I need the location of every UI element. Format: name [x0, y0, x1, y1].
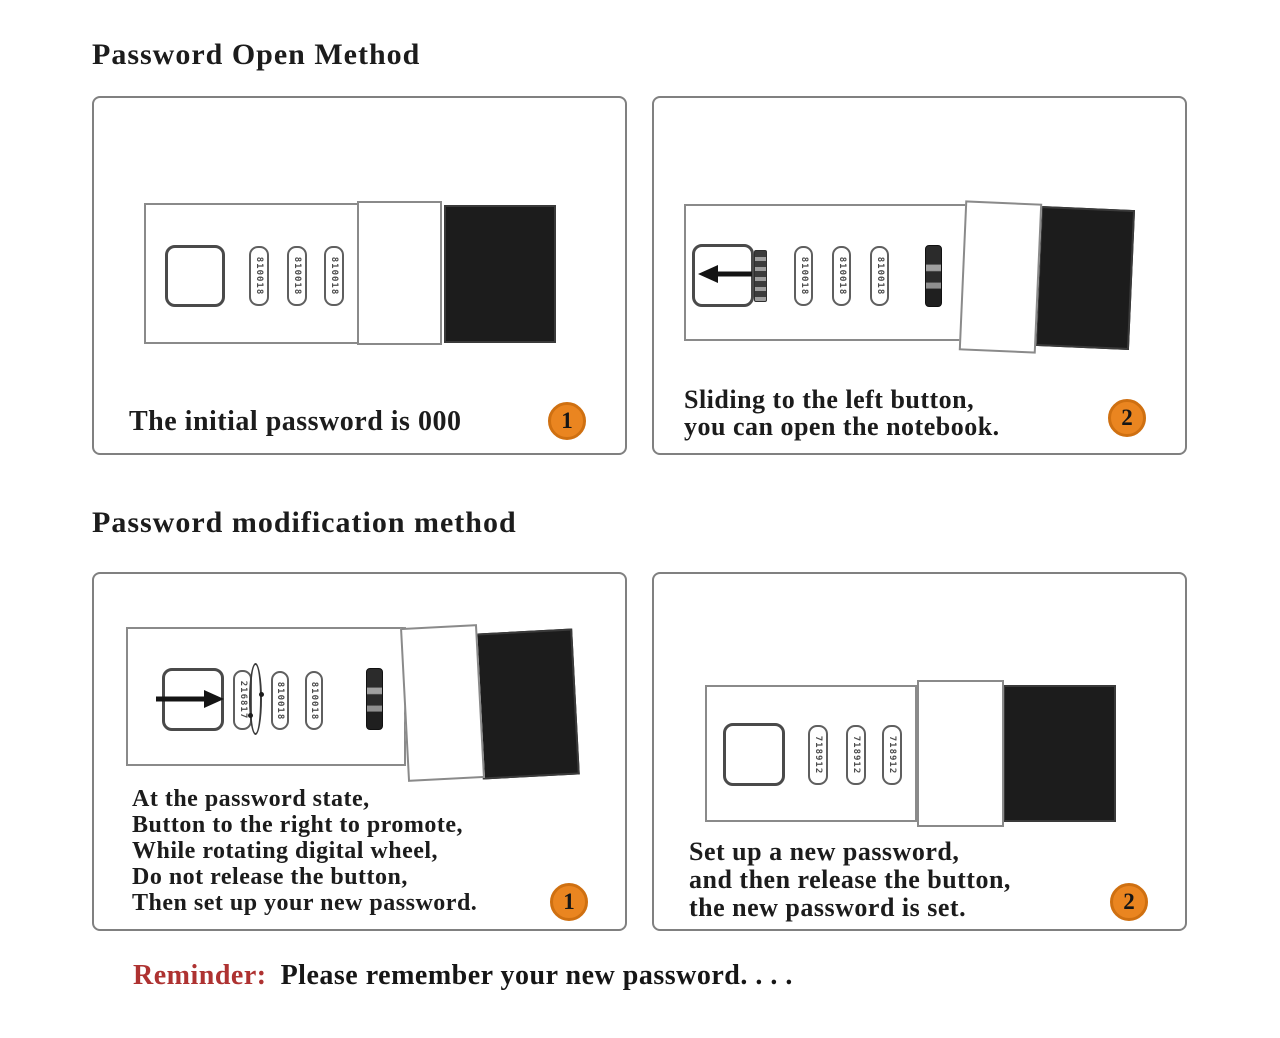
caption-line: At the password state,	[132, 786, 370, 812]
caption-line: and then release the button,	[689, 865, 1011, 894]
button-ridge	[754, 250, 767, 302]
latch-bar	[925, 245, 942, 307]
dial-wheel: 718912	[846, 725, 866, 785]
notebook-cover	[1003, 685, 1116, 822]
slider-plate	[357, 201, 442, 345]
dial-wheel: 810018	[271, 671, 289, 730]
lock-button	[165, 245, 225, 307]
caption: Set up a new password, and then release …	[689, 838, 1011, 922]
step-number: 1	[561, 408, 573, 433]
reminder-note: Reminder: Please remember your new passwo…	[133, 960, 793, 992]
slider-plate	[958, 200, 1043, 354]
section-title-open-method: Password Open Method	[92, 38, 421, 71]
dial-wheel: 810018	[794, 246, 813, 306]
wheel-digits: 216817	[237, 680, 248, 720]
notebook-cover	[475, 628, 580, 780]
caption-line: Button to the right to promote,	[132, 812, 464, 838]
notebook-cover	[1034, 206, 1136, 350]
caption-line: The initial password is 000	[129, 406, 462, 437]
right-arrow-icon	[156, 690, 224, 708]
wheel-digits: 810018	[275, 681, 285, 720]
wheel-digits: 810018	[254, 256, 264, 296]
wheel-digits: 718912	[813, 735, 823, 775]
caption-line: the new password is set.	[689, 893, 967, 922]
dial-wheel: 810018	[249, 246, 269, 306]
wheel-digits: 718912	[851, 735, 861, 775]
step-number: 2	[1123, 889, 1135, 914]
step-badge: 2	[1108, 399, 1146, 437]
reminder-text: Please remember your new password. . . .	[280, 960, 793, 991]
section-title-modification-method: Password modification method	[92, 506, 517, 539]
latch-bar	[366, 668, 383, 730]
slider-plate	[917, 680, 1004, 827]
step-number: 2	[1121, 405, 1133, 430]
panel-initial-password: 810018 810018 810018 The initial passwor…	[92, 96, 627, 455]
panel-slide-to-open: 810018 810018 810018 Sliding to the left…	[652, 96, 1187, 455]
dial-wheel: 718912	[808, 725, 828, 785]
step-badge: 2	[1110, 883, 1148, 921]
caption-line: While rotating digital wheel,	[132, 838, 439, 864]
step-badge: 1	[550, 883, 588, 921]
panel-modify-press-rotate: 216817 810018 810018 At the password sta…	[92, 572, 627, 931]
lock-button	[723, 723, 785, 786]
panel-new-password-set: 718912 718912 718912 Set up a new passwo…	[652, 572, 1187, 931]
wheel-digits: 810018	[329, 256, 339, 296]
notebook-cover	[444, 205, 556, 343]
dial-wheel: 810018	[287, 246, 307, 306]
caption-line: Then set up your new password.	[132, 890, 478, 916]
caption: At the password state, Button to the rig…	[132, 786, 477, 916]
reminder-label: Reminder:	[133, 960, 267, 991]
caption-line: Sliding to the left button,	[684, 385, 975, 414]
dial-wheel: 810018	[305, 671, 323, 730]
step-badge: 1	[548, 402, 586, 440]
caption-line: you can open the notebook.	[684, 412, 1000, 441]
rotation-ellipse-icon	[248, 663, 264, 735]
caption-line: Do not release the button,	[132, 864, 408, 890]
slider-plate	[400, 624, 485, 782]
wheel-digits: 718912	[887, 735, 897, 775]
wheel-digits: 810018	[874, 256, 885, 296]
caption: The initial password is 000	[129, 405, 461, 439]
caption: Sliding to the left button, you can open…	[684, 386, 1000, 440]
dial-wheel: 718912	[882, 725, 902, 785]
dial-wheel: 810018	[832, 246, 851, 306]
wheel-digits: 810018	[798, 256, 809, 296]
wheel-digits: 810018	[309, 681, 319, 720]
left-arrow-icon	[698, 265, 752, 283]
wheel-digits: 810018	[836, 256, 847, 296]
wheel-digits: 810018	[292, 256, 302, 296]
dial-wheel: 810018	[870, 246, 889, 306]
step-number: 1	[563, 889, 575, 914]
caption-line: Set up a new password,	[689, 837, 960, 866]
dial-wheel: 810018	[324, 246, 344, 306]
